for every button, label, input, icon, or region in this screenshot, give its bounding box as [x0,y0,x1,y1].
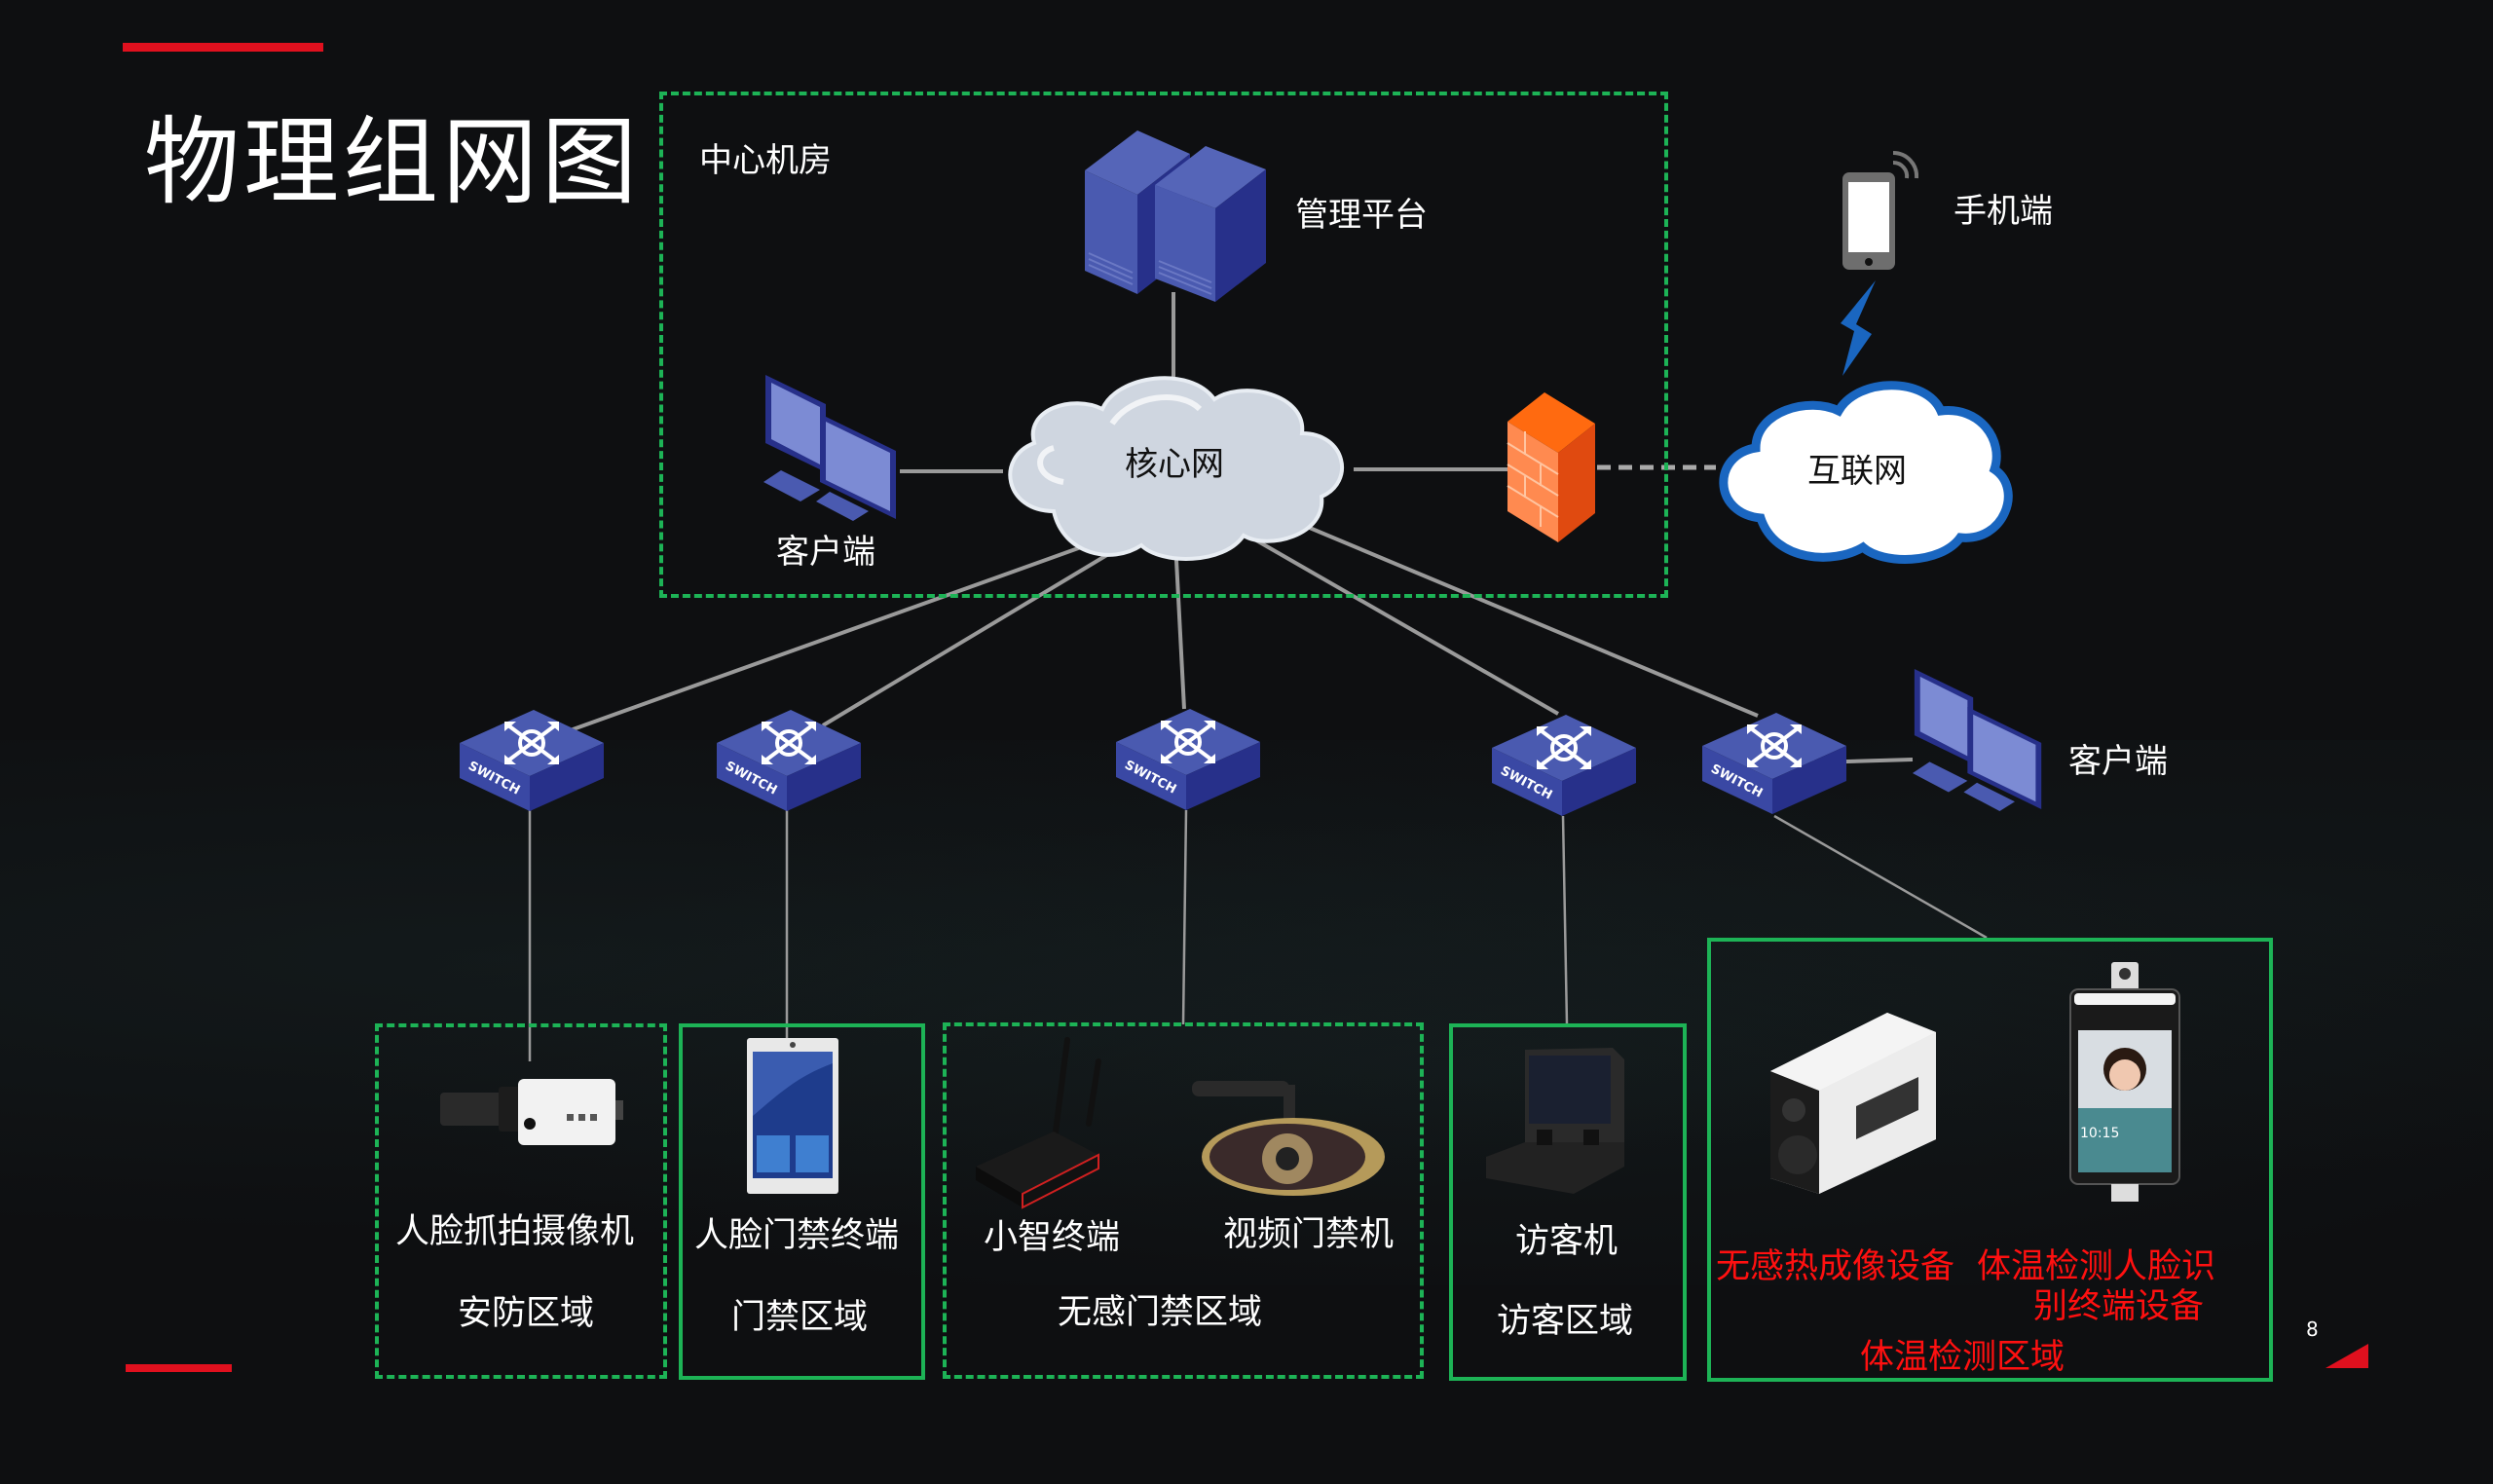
switch-icon: SWITCH [1116,709,1260,810]
temperature-face-terminal-icon: 10:15 [2069,962,2180,1202]
zone-security [375,1023,667,1379]
core-network-cloud-icon [1008,376,1345,561]
corner-triangle-icon [2326,1344,2368,1368]
zone-access-control [679,1023,925,1380]
machine-room-zone [659,92,1668,598]
device-label: 别终端设备 [2033,1287,2205,1326]
video-access-controller-icon [1192,1081,1385,1196]
mobile-phone-icon [1842,151,1918,270]
link-core-switch-3 [1174,559,1186,710]
network-switch: SWITCH [458,708,606,817]
thermal-imaging-camera-icon [1770,1013,1936,1194]
zone-label: 门禁区域 [731,1298,869,1337]
link-core-switch-1 [564,545,1082,734]
zone-temperature-detection [1707,938,2273,1382]
zone-visitor [1449,1023,1687,1381]
client-label: 客户端 [776,533,875,572]
internet-cloud-icon [1719,381,2013,564]
face-capture-camera-icon [440,1079,623,1145]
zone-label: 安防区域 [458,1294,595,1333]
link-switch3-zone3 [1181,809,1188,1025]
link-switch4-zone4 [1561,815,1569,1025]
switch-icon: SWITCH [717,710,861,811]
device-label: 体温检测人脸识 [1977,1247,2216,1286]
device-label: 人脸门禁终端 [694,1216,900,1255]
firewall-icon [1507,392,1595,542]
network-switch: SWITCH [715,708,863,817]
page-number: 8 [2306,1317,2319,1341]
network-switch: SWITCH [1114,707,1262,816]
right-client-label: 客户端 [2068,742,2168,781]
top-accent-bar [123,43,323,52]
face-access-terminal-icon [747,1038,838,1194]
switch-icon: SWITCH [1702,713,1846,814]
bottom-accent-bar [126,1364,232,1372]
smart-terminal-icon [976,1037,1101,1209]
management-platform-label: 管理平台 [1295,196,1428,235]
zone-seamless-access [943,1022,1424,1379]
network-switch: SWITCH [1700,711,1848,820]
machine-room-label: 中心机房 [699,141,832,180]
device-label: 小智终端 [984,1218,1121,1257]
link-core-switch-4 [1250,536,1559,716]
switch-icon: SWITCH [1492,715,1636,816]
wireless-bolt-icon [1841,280,1876,376]
zone-label: 访客区域 [1497,1302,1634,1341]
core-network-label: 核心网 [1125,445,1224,484]
device-label: 视频门禁机 [1223,1215,1395,1254]
visitor-kiosk-icon [1486,1048,1624,1194]
link-core-switch-2 [821,551,1112,727]
switch-icon: SWITCH [460,710,604,811]
page-title: 物理组网图 [144,107,642,218]
client-pc-icon [763,375,896,521]
terminal-time: 10:15 [2080,1126,2119,1141]
zone-label: 无感门禁区域 [1058,1293,1263,1332]
zone-label: 体温检测区域 [1860,1338,2065,1377]
device-label: 无感热成像设备 [1716,1247,1955,1286]
server-icon [1085,130,1266,302]
link-switch5-zone5 [1773,814,1988,940]
device-label: 访客机 [1515,1222,1619,1261]
link-core-switch-5 [1304,524,1759,718]
network-switch: SWITCH [1490,713,1638,822]
mobile-label: 手机端 [1953,192,2053,231]
internet-label: 互联网 [1807,452,1907,491]
device-label: 人脸抓拍摄像机 [395,1212,635,1251]
right-client-pc-icon [1912,669,2042,811]
